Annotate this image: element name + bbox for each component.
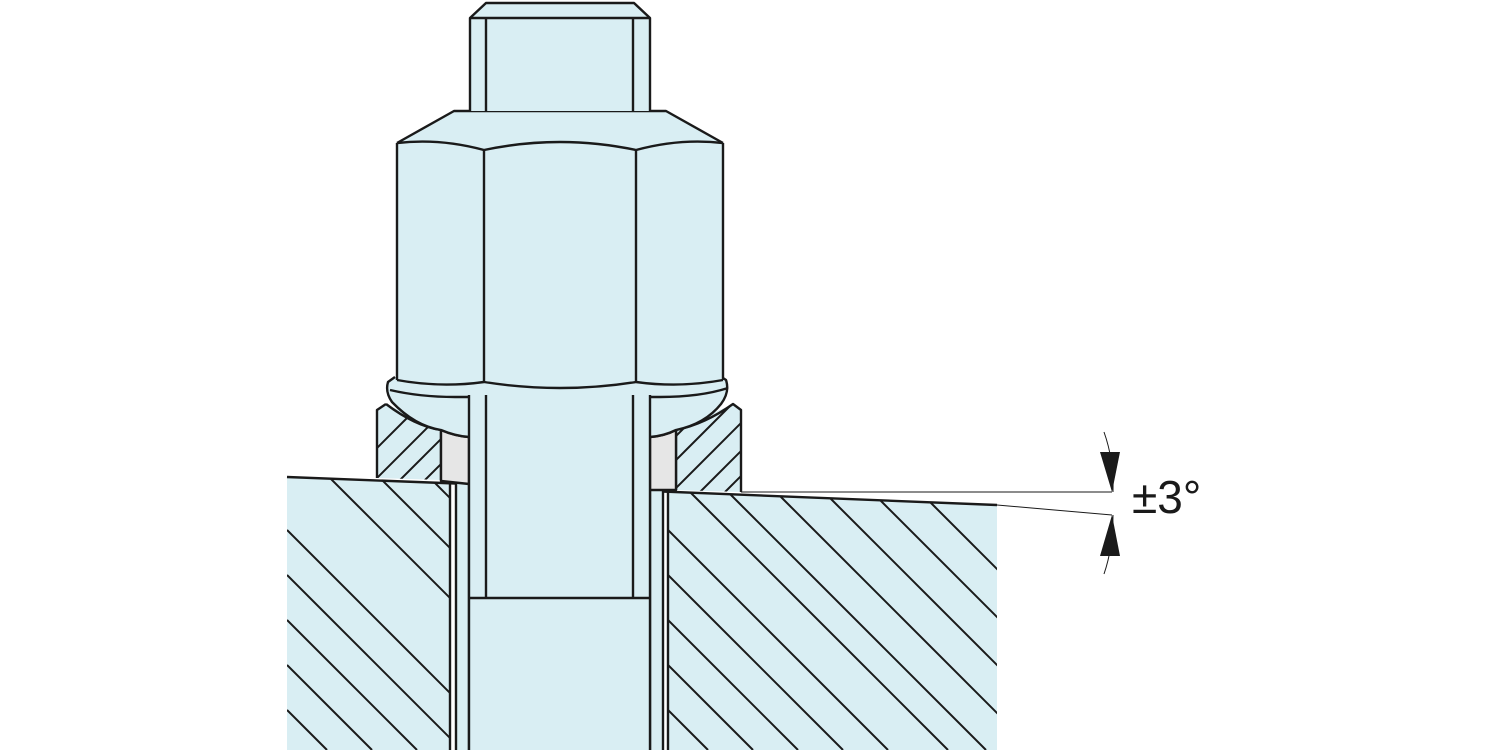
stud-top bbox=[468, 1, 652, 111]
angle-arrow-bottom bbox=[1100, 515, 1120, 556]
base-plate-left-hatch bbox=[287, 478, 450, 750]
hex-nut bbox=[395, 109, 725, 390]
threaded-stud bbox=[467, 395, 652, 750]
angle-arrow-top bbox=[1100, 452, 1120, 492]
base-plate bbox=[286, 475, 998, 750]
angle-tolerance-label: ±3° bbox=[1132, 471, 1202, 523]
counter-washer bbox=[439, 428, 678, 492]
base-plate-right-hatch bbox=[668, 491, 997, 750]
base-plate-right-section bbox=[668, 491, 997, 750]
angle-dimension bbox=[741, 431, 1120, 575]
base-plate-left-section bbox=[287, 478, 450, 750]
